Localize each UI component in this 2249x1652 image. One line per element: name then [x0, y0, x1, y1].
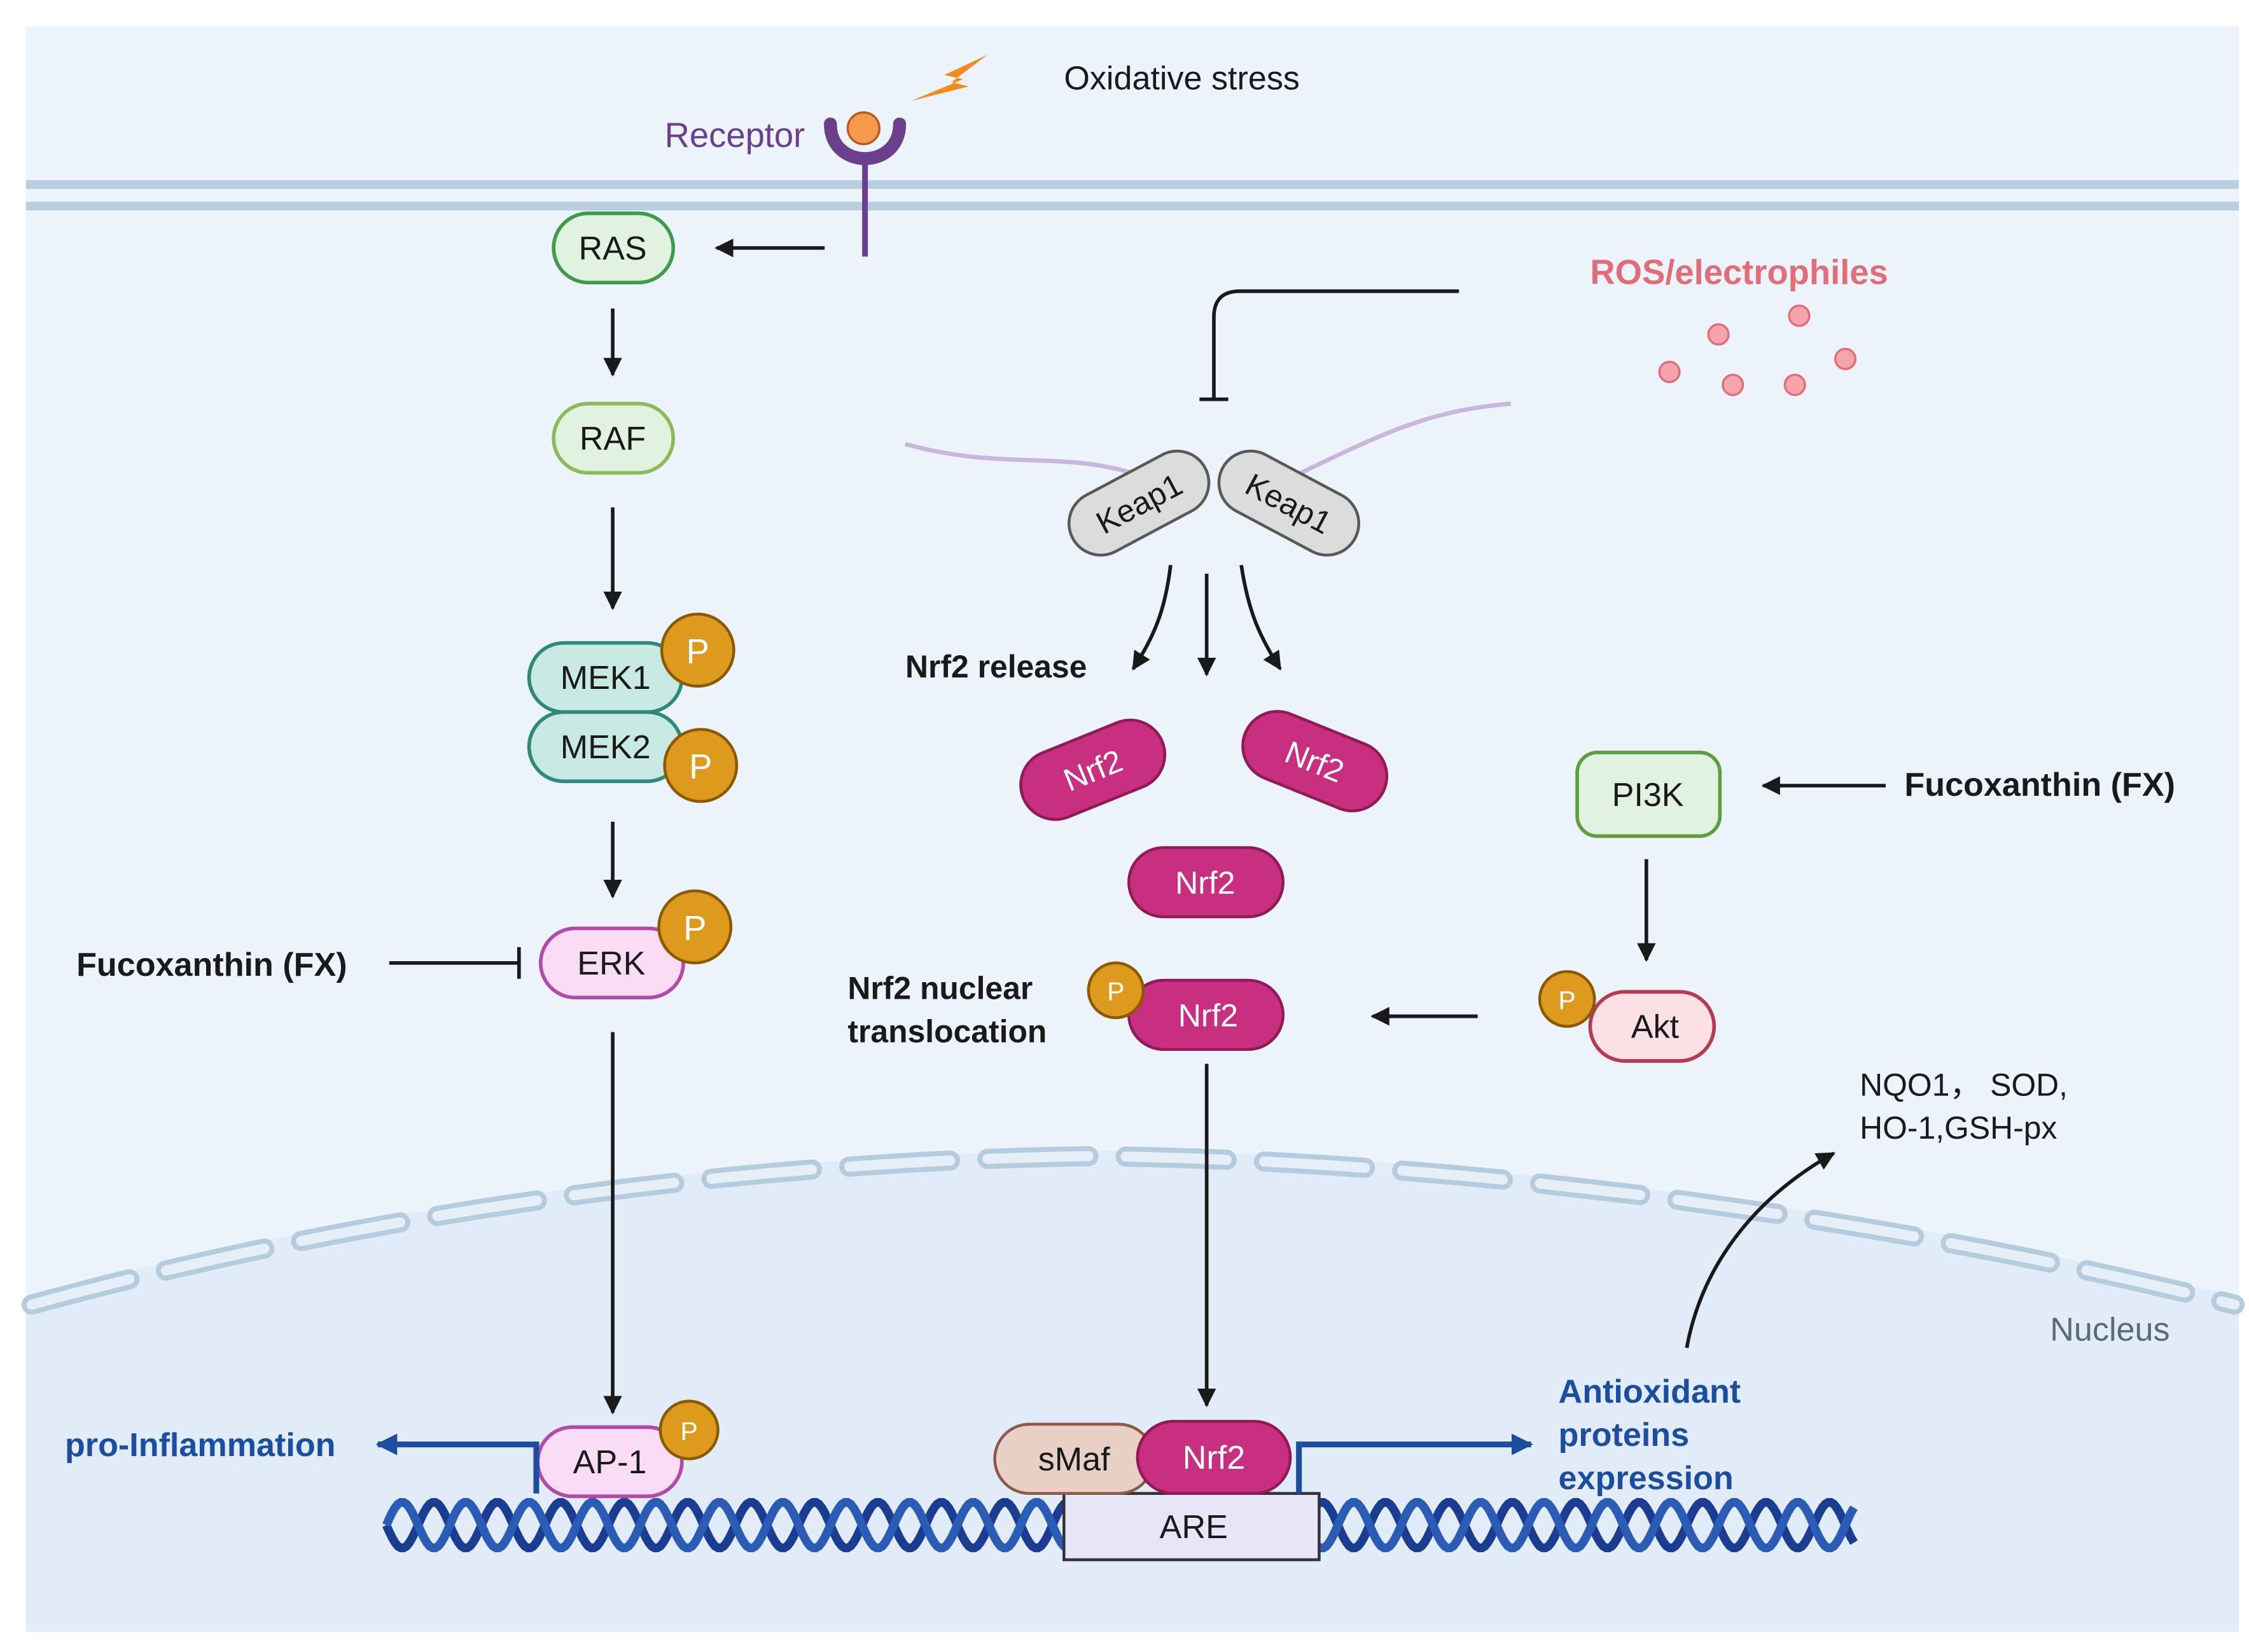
- nrf2-node-b: Nrf2: [1241, 710, 1389, 812]
- phospho-icon-ap1: P: [658, 1399, 720, 1461]
- antioxidant-label: Antioxidant proteins expression: [1559, 1373, 1750, 1497]
- nrf2-node-a: Nrf2: [1019, 718, 1167, 821]
- svg-text:MEK2: MEK2: [561, 729, 651, 766]
- svg-text:P: P: [686, 632, 709, 670]
- lightning-icon: [911, 55, 988, 101]
- phospho-icon-erk: P: [657, 889, 733, 965]
- expression-to-genes-arrow: [1685, 1151, 1835, 1349]
- receptor-icon: [824, 111, 907, 257]
- mek2-node: MEK2: [527, 710, 684, 784]
- mek1-node: MEK1: [527, 641, 684, 714]
- fucoxanthin-left-label: Fucoxanthin (FX): [76, 947, 347, 983]
- svg-text:RAS: RAS: [578, 230, 646, 267]
- phospho-icon-akt: P: [1538, 970, 1596, 1028]
- ras-node: RAS: [552, 211, 676, 284]
- nrf2-transcription-arrow: [1296, 1433, 1533, 1494]
- erk-node: ERK: [538, 926, 685, 1000]
- svg-text:sMaf: sMaf: [1038, 1441, 1110, 1478]
- nucleus-label: Nucleus: [2050, 1312, 2169, 1349]
- keap1-tether-right: [1279, 401, 1512, 485]
- svg-text:P: P: [681, 1417, 698, 1446]
- akt-node: Akt: [1588, 990, 1716, 1063]
- svg-text:Nrf2: Nrf2: [1183, 1440, 1245, 1476]
- ros-dots: [1658, 304, 1857, 396]
- cell-membrane: [25, 180, 2239, 211]
- svg-text:MEK1: MEK1: [561, 660, 651, 697]
- svg-text:P: P: [689, 747, 712, 786]
- phospho-icon-mek1: P: [660, 613, 735, 688]
- svg-text:P: P: [1559, 985, 1576, 1015]
- nrf2-node-c: Nrf2: [1127, 846, 1285, 919]
- nrf2-node-d: Nrf2: [1127, 978, 1285, 1052]
- release-arrow-right: [1239, 564, 1282, 670]
- svg-text:P: P: [683, 909, 706, 948]
- svg-text:Nrf2: Nrf2: [1178, 997, 1238, 1033]
- pi3k-node: PI3K: [1575, 751, 1722, 838]
- svg-text:ARE: ARE: [1160, 1509, 1228, 1546]
- svg-text:RAF: RAF: [580, 420, 646, 457]
- smaf-node: sMaf: [993, 1422, 1155, 1495]
- ros-inhibits-keap1: [1212, 289, 1459, 398]
- nrf2-release-label: Nrf2 release: [905, 649, 1087, 684]
- receptor-label: Receptor: [665, 116, 805, 155]
- svg-text:P: P: [1107, 977, 1124, 1006]
- pro-inflammation-label: pro-Inflammation: [65, 1427, 336, 1464]
- ligand-icon: [846, 111, 881, 146]
- are-element: ARE: [1062, 1492, 1321, 1562]
- nrf2-node-e: Nrf2: [1136, 1420, 1292, 1495]
- svg-text:Akt: Akt: [1631, 1009, 1680, 1046]
- raf-node: RAF: [552, 401, 676, 475]
- ros-label: ROS/electrophiles: [1590, 253, 1888, 291]
- phospho-icon-mek2: P: [663, 728, 739, 803]
- svg-text:AP-1: AP-1: [573, 1444, 647, 1481]
- fucoxanthin-right-label: Fucoxanthin (FX): [1904, 767, 2175, 803]
- svg-text:ERK: ERK: [577, 945, 645, 982]
- svg-text:PI3K: PI3K: [1612, 777, 1684, 814]
- nrf2-translocation-label: Nrf2 nuclear translocation: [847, 970, 1047, 1049]
- target-genes-label: NQO1， SOD, HO-1,GSH-px: [1860, 1067, 2077, 1146]
- svg-text:Nrf2: Nrf2: [1175, 865, 1235, 901]
- ap1-transcription-arrow: [375, 1433, 540, 1494]
- oxidative-stress-label: Oxidative stress: [1064, 60, 1300, 97]
- keap1-tether-left: [905, 441, 1155, 482]
- phospho-icon-nrf2: P: [1087, 961, 1145, 1020]
- release-arrow-left: [1131, 564, 1173, 670]
